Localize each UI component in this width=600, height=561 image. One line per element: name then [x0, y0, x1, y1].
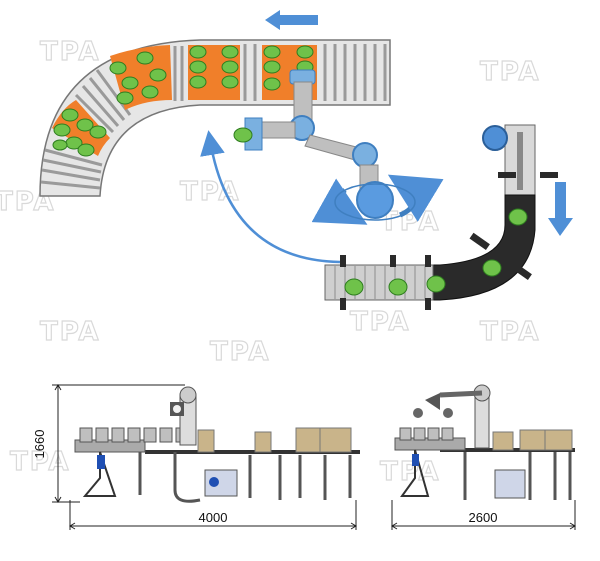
direction-arrow-down-icon [548, 182, 573, 236]
height-dimension-label: 1660 [32, 430, 47, 459]
watermark-text: TPA [40, 317, 101, 347]
side-view-line-2600 [394, 384, 575, 500]
swing-arrow-icon [200, 130, 341, 264]
watermark-text: TPA [350, 307, 411, 337]
curved-belt-conveyor [324, 124, 558, 310]
side-view-line-4000 [74, 386, 360, 503]
watermark-text: TPA [480, 57, 541, 87]
watermark-text: TPA [180, 177, 241, 207]
dimension-lines [52, 384, 576, 530]
robot-arm-top-view [233, 69, 444, 225]
direction-arrow-left-icon [265, 10, 318, 30]
watermark-text: TPA [380, 457, 441, 487]
length-dimension-label-right: 2600 [469, 510, 498, 525]
watermark-text: TPA [10, 447, 71, 477]
rotation-arrow-icon [311, 178, 368, 225]
length-dimension-label-left: 4000 [199, 510, 228, 525]
watermark-text: TPA [210, 337, 271, 367]
watermark-text: TPA [40, 37, 101, 67]
watermark-text: TPA [480, 317, 541, 347]
